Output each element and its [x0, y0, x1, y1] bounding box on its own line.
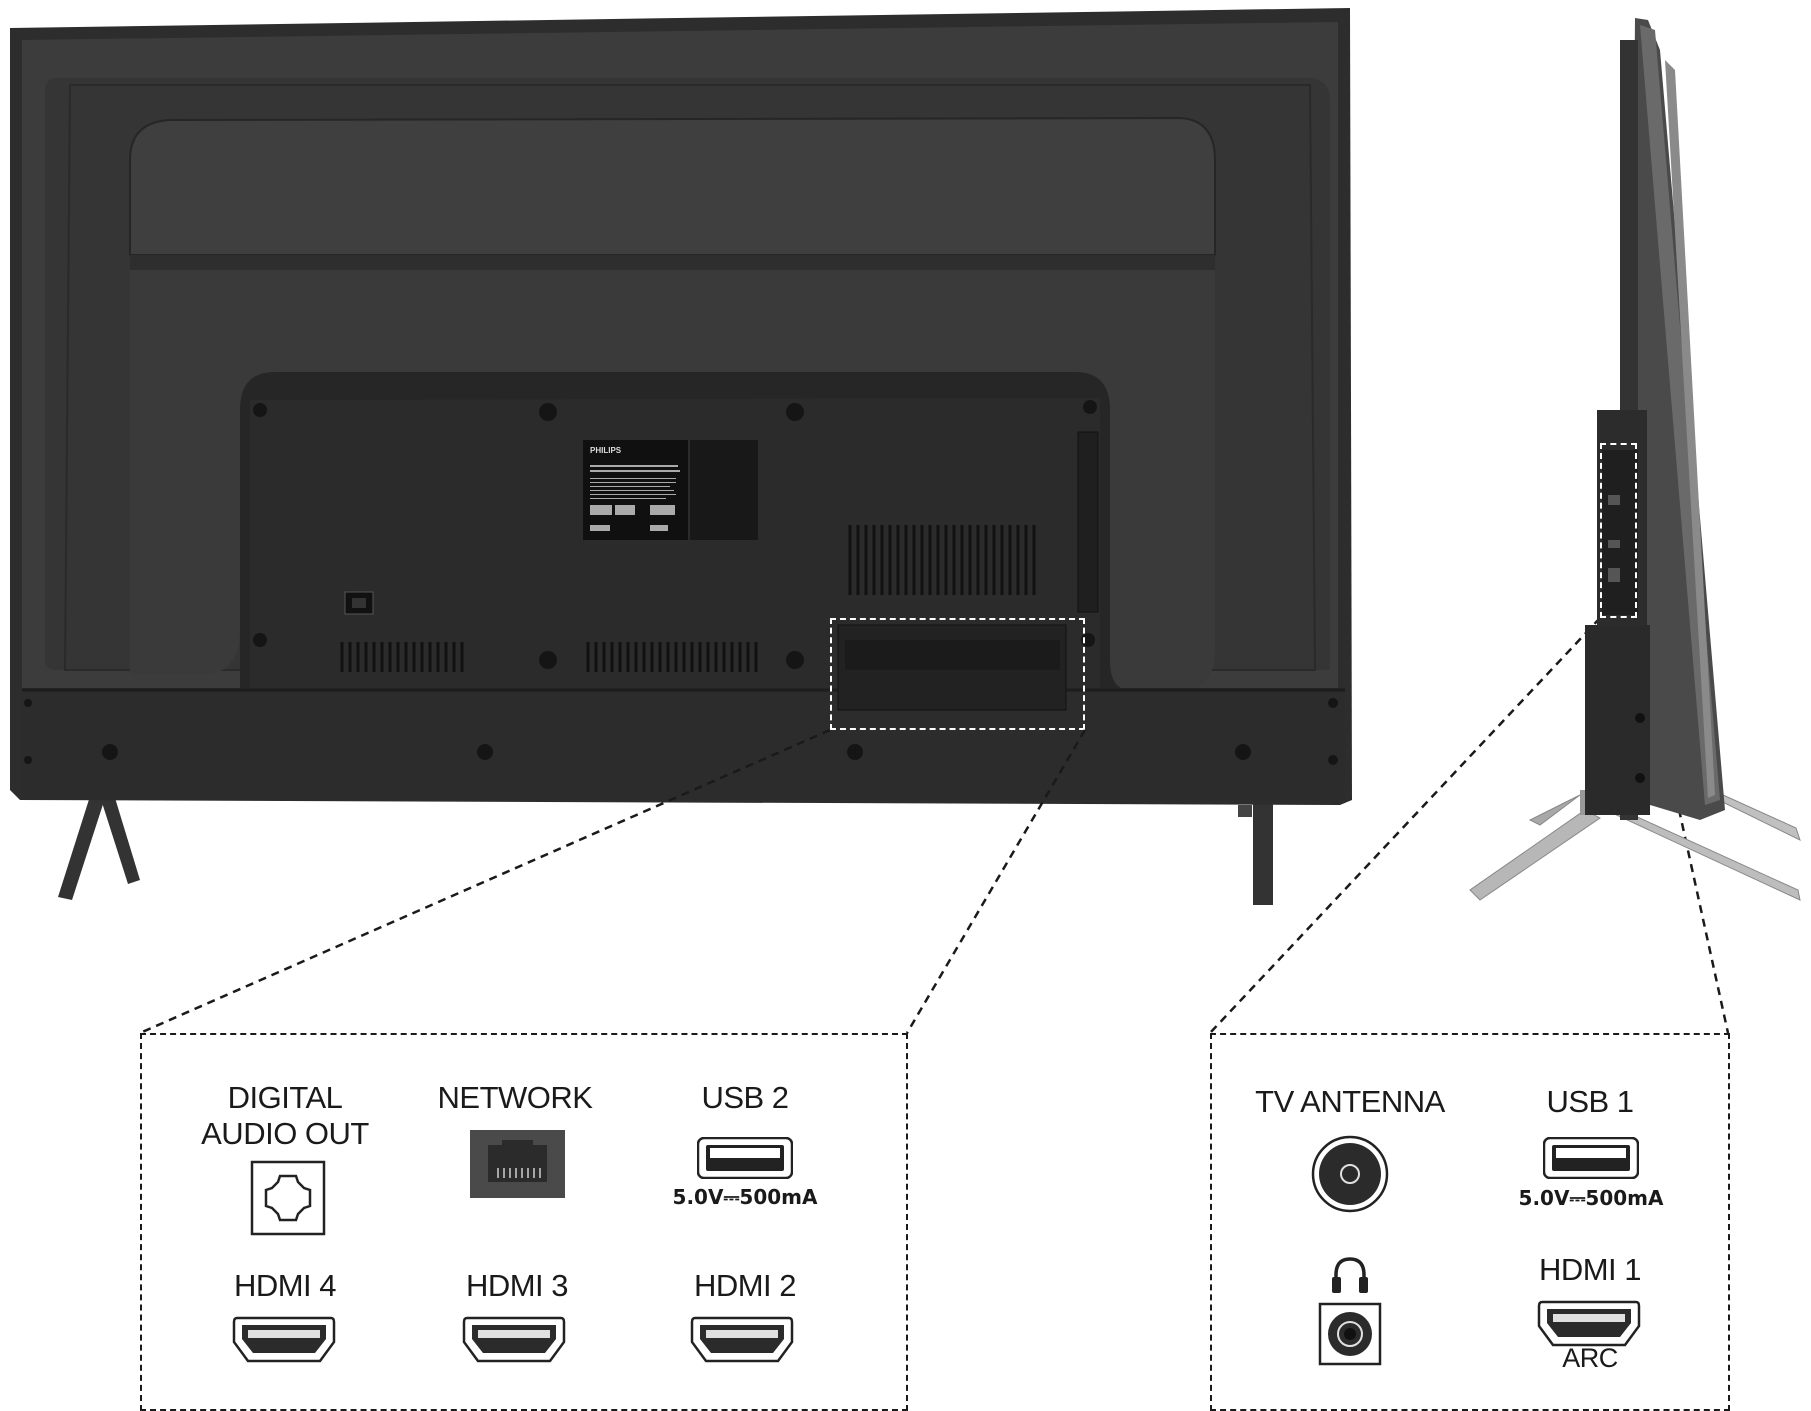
digital-audio-out-label: DIGITAL AUDIO OUT — [201, 1080, 369, 1151]
network-label: NETWORK — [437, 1080, 593, 1115]
tv-antenna-label: TV ANTENNA — [1255, 1084, 1445, 1119]
usb2-label: USB 2 — [701, 1080, 789, 1115]
hdmi-port-icon — [690, 1316, 794, 1363]
usb-port-icon — [1543, 1137, 1639, 1179]
tv-right-leg — [1238, 800, 1273, 905]
usb-port-icon — [697, 1137, 793, 1179]
usb2-rating: 5.0V⎓500mA — [672, 1185, 818, 1209]
hdmi4-label: HDMI 4 — [233, 1268, 337, 1303]
headphones-icon — [1332, 1257, 1368, 1293]
ethernet-port-icon — [470, 1130, 565, 1198]
audio-jack-icon — [1318, 1302, 1382, 1366]
antenna-port-icon — [1311, 1135, 1389, 1213]
usb1-rating: 5.0V⎓500mA — [1518, 1186, 1664, 1210]
hdmi1-arc-label: ARC — [1562, 1343, 1618, 1373]
tv-brand-label: PHILIPS — [590, 446, 622, 455]
tv-vents — [340, 525, 1036, 672]
hdmi2-label: HDMI 2 — [693, 1268, 797, 1303]
optical-port-icon — [250, 1160, 326, 1236]
hdmi-port-icon — [232, 1316, 336, 1363]
zoom-box-back — [830, 618, 1085, 730]
tv-left-leg — [58, 788, 140, 900]
hdmi-port-icon — [1537, 1300, 1641, 1347]
hdmi-port-icon — [462, 1316, 566, 1363]
hdmi1-label: HDMI 1 — [1538, 1252, 1642, 1287]
rear-ports-callout — [140, 1033, 908, 1411]
hdmi3-label: HDMI 3 — [465, 1268, 569, 1303]
usb1-label: USB 1 — [1546, 1084, 1634, 1119]
tv-screws — [24, 400, 1338, 765]
side-ports-callout — [1210, 1033, 1730, 1411]
zoom-box-side — [1600, 443, 1637, 618]
